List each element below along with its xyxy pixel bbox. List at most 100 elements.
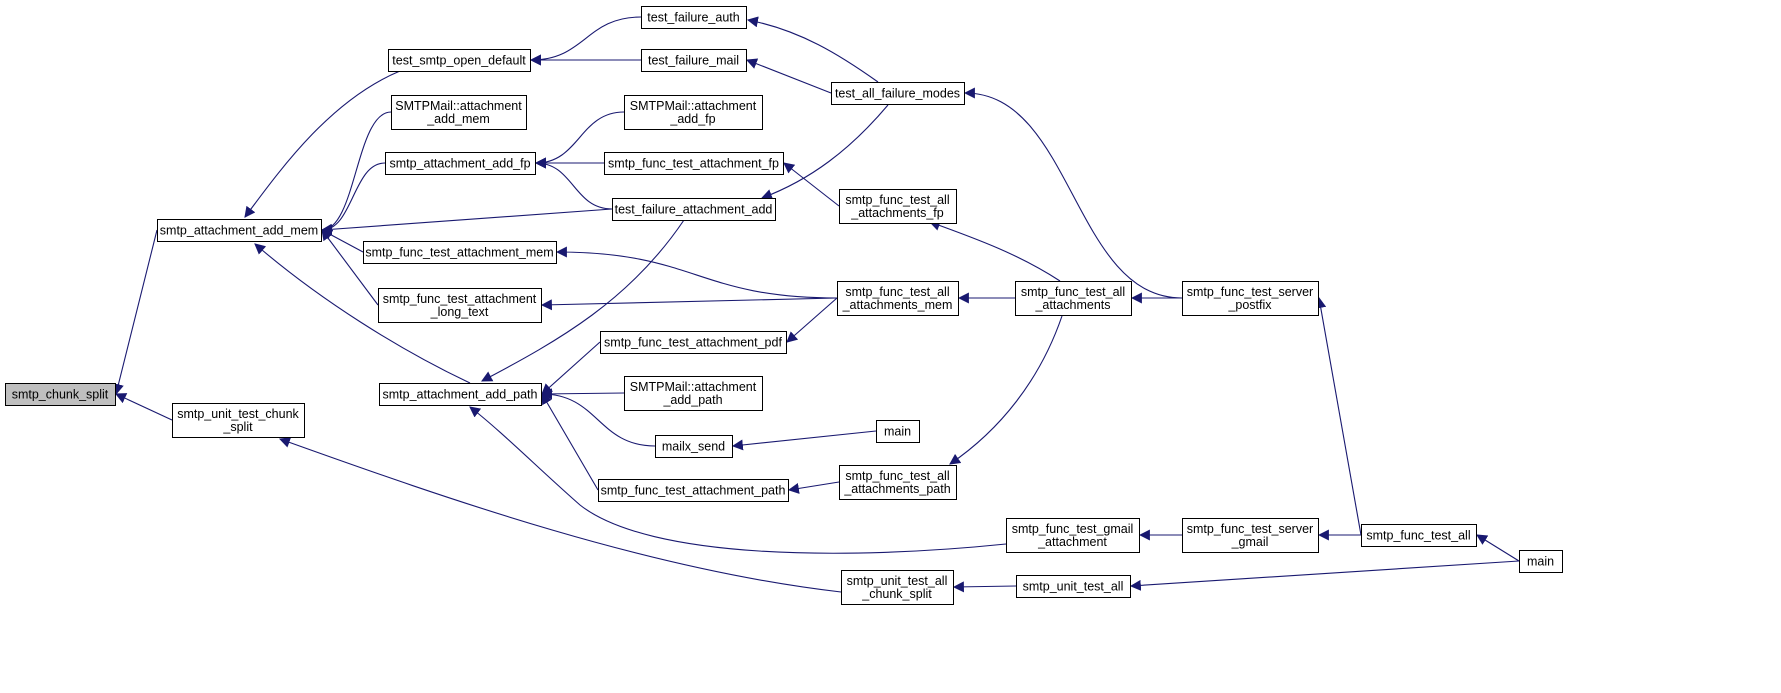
node-ft-all[interactable]: smtp_func_test_all [1361,524,1477,547]
node-ut-all[interactable]: smtp_unit_test_all [1016,575,1131,598]
call-edge [481,219,685,382]
node-label: main [884,425,911,439]
node-ft-all-mem[interactable]: smtp_func_test_all_attachments_mem [837,281,959,316]
node-label: smtp_unit_test_chunk [177,407,299,421]
node-label: smtp_attachment_add_fp [389,157,530,171]
node-label: _attachments_mem [842,298,953,312]
node-unit-chunk[interactable]: smtp_unit_test_chunk_split [172,403,305,438]
node-main1[interactable]: main [876,420,920,443]
node-label: _attachments [1034,298,1110,312]
call-edge [540,297,838,311]
node-box [1006,518,1140,553]
node-label: smtp_func_test_attachment_path [601,484,786,498]
node-box [837,281,959,316]
node-label: test_failure_auth [647,11,739,25]
node-att-add-mem[interactable]: smtp_attachment_add_mem [157,219,322,242]
node-att-add-path[interactable]: smtp_attachment_add_path [379,383,542,406]
node-label: smtp_func_test_server [1187,285,1313,299]
call-edge [949,315,1063,465]
call-edge [320,208,613,235]
node-box [624,95,763,130]
node-box [641,6,747,29]
call-edge [963,87,1183,299]
call-edge [320,162,386,236]
node-att-add-fp[interactable]: smtp_attachment_add_fp [385,152,536,175]
node-box [1519,550,1563,573]
node-smtpmail-fp[interactable]: SMTPMail::attachment_add_fp [624,95,763,130]
node-box [1016,575,1131,598]
call-edge [1476,534,1520,562]
node-label: smtp_attachment_add_path [383,388,538,402]
node-fail-auth[interactable]: test_failure_auth [641,6,747,29]
node-label: test_smtp_open_default [392,54,526,68]
node-server-gmail[interactable]: smtp_func_test_server_gmail [1182,518,1319,553]
call-edge [534,157,613,210]
node-label: smtp_attachment_add_mem [160,224,318,238]
node-ft-att-mem[interactable]: smtp_func_test_attachment_mem [363,241,557,264]
node-label: SMTPMail::attachment [630,380,757,394]
call-edge [321,229,379,306]
node-main2[interactable]: main [1519,550,1563,573]
call-edge [745,58,832,94]
node-label: _postfix [1227,298,1272,312]
node-ft-att-pdf[interactable]: smtp_func_test_attachment_pdf [600,331,787,354]
node-ft-att-long[interactable]: smtp_func_test_attachment_long_text [378,288,542,323]
node-label: smtp_func_test_all [1366,529,1470,543]
node-box [363,241,557,264]
node-box [1182,518,1319,553]
node-box [598,479,789,502]
node-ft-att-fp[interactable]: smtp_func_test_attachment_fp [604,152,784,175]
node-ft-gmail[interactable]: smtp_func_test_gmail_attachment [1006,518,1140,553]
node-chunk-split[interactable]: smtp_chunk_split [5,383,116,406]
node-box [1015,281,1132,316]
node-smtpmail-path[interactable]: SMTPMail::attachment_add_path [624,376,763,411]
node-open-default[interactable]: test_smtp_open_default [388,49,531,72]
node-box [841,570,954,605]
node-box [5,383,116,406]
call-edge [540,388,656,447]
call-edge [786,297,838,343]
node-label: test_failure_mail [648,54,739,68]
call-edge [278,437,842,593]
node-ft-att-path[interactable]: smtp_func_test_attachment_path [598,479,789,502]
call-edge [529,16,642,66]
node-ut-all-chunk[interactable]: smtp_unit_test_all_chunk_split [841,570,954,605]
call-edge [244,70,401,218]
node-fail-mail[interactable]: test_failure_mail [641,49,747,72]
node-smtpmail-mem[interactable]: SMTPMail::attachment_add_mem [391,95,527,130]
node-label: test_all_failure_modes [835,87,960,101]
call-edge [254,243,471,384]
node-box [876,420,920,443]
node-all-fail[interactable]: test_all_failure_modes [831,82,965,105]
node-fail-att-add[interactable]: test_failure_attachment_add [612,198,776,221]
call-edge [320,111,392,236]
node-box [391,95,527,130]
node-server-postfix[interactable]: smtp_func_test_server_postfix [1182,281,1319,316]
call-edge [1129,560,1520,591]
call-edge [469,406,1007,554]
node-label: _add_fp [669,112,715,126]
call-edge [928,220,1061,282]
node-ft-all-att[interactable]: smtp_func_test_all_attachments [1015,281,1132,316]
node-label: mailx_send [662,440,725,454]
node-label: smtp_func_test_gmail [1012,522,1134,536]
node-label: _attachment [1037,535,1107,549]
call-edge [534,111,625,169]
node-box [388,49,531,72]
node-ft-all-fp[interactable]: smtp_func_test_all_attachments_fp [839,189,957,224]
node-box [378,288,542,323]
node-label: smtp_func_test_attachment_pdf [604,336,782,350]
call-edge [115,393,173,421]
call-edge [783,162,840,207]
node-mailx-send[interactable]: mailx_send [655,435,733,458]
node-box [839,465,957,500]
node-label: smtp_unit_test_all [847,574,948,588]
node-label: smtp_func_test_attachment_mem [365,246,553,260]
node-label: main [1527,555,1554,569]
node-box [1182,281,1319,316]
node-label: smtp_unit_test_all [1023,580,1124,594]
node-box [604,152,784,175]
node-ft-all-path[interactable]: smtp_func_test_all_attachments_path [839,465,957,500]
node-label: smtp_func_test_attachment_fp [608,157,779,171]
call-edge [787,481,840,494]
